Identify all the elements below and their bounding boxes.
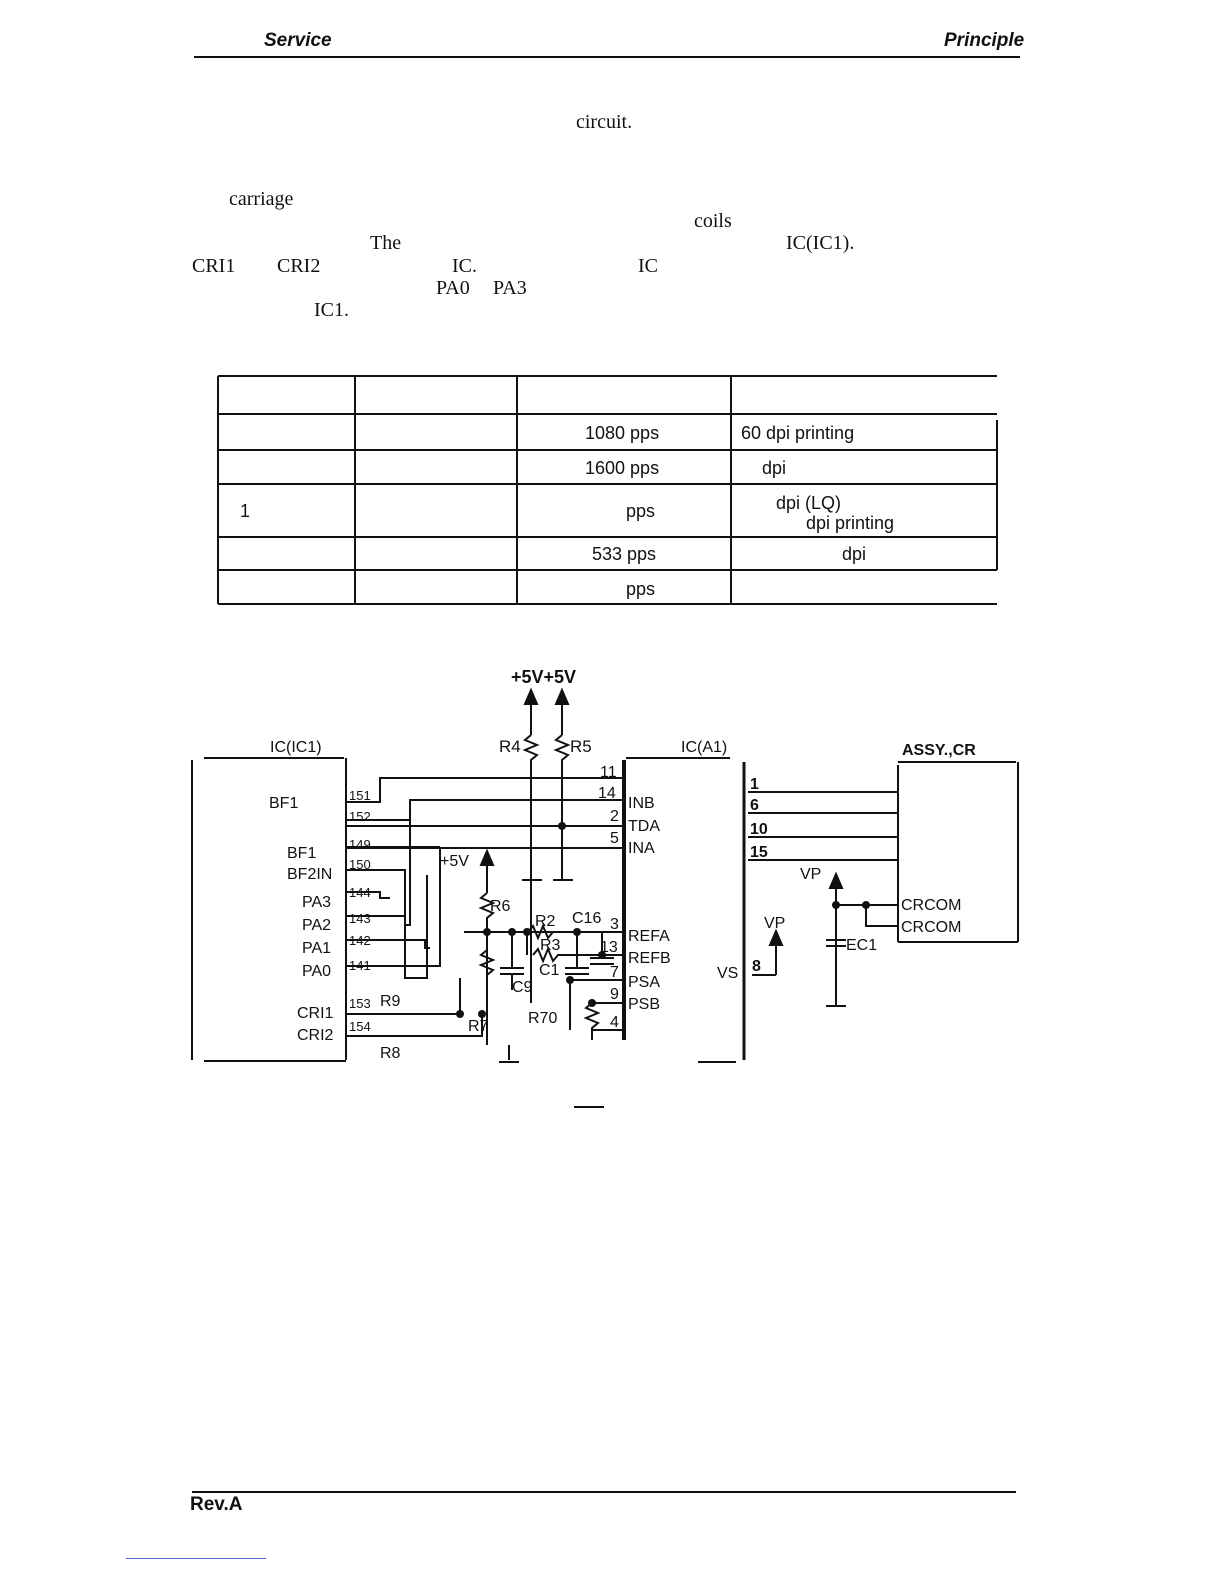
ic1-pin-label: PA3 [302,894,331,911]
assy-label: ASSY.,CR [902,742,976,759]
table-cell-speed: 1600 pps [585,458,660,478]
ic1-pin-number: 144 [349,885,371,900]
a1-pin-number: 3 [610,916,619,933]
a1-pin-number: 14 [598,785,616,802]
table-cell-note: dpi (LQ) [776,493,842,513]
table-cell-speed: pps [626,501,656,521]
ic1-pin-label: PA2 [302,917,331,934]
text-fragment: IC. [452,255,477,277]
ic1-pin-number: 150 [349,857,371,872]
table-cell-speed: 533 pps [592,544,657,564]
a1-pin-label: PSA [628,974,660,991]
header-rule [194,56,1020,58]
ic1-pin-number: 152 [349,809,371,824]
table-cell-note: 60 dpi printing [741,423,855,443]
out-pin-number: 8 [752,958,761,975]
ic1-label: IC(IC1) [270,739,322,756]
out-pin-number: 6 [750,797,759,814]
r2-label: R2 [535,913,556,930]
c1-label: C1 [539,962,560,979]
vp-label-1: VP [800,866,821,883]
text-fragment: IC1. [314,299,349,321]
header-right: Principle [944,30,1025,51]
c16-label: C16 [572,910,601,927]
a1-pin-number: 2 [610,808,619,825]
a1-pin-number: 7 [610,964,619,981]
a1-pin-number: 9 [610,986,619,1003]
r4-label: R4 [499,737,521,756]
footer-rule [192,1491,1016,1493]
a1-pin-label: INB [628,795,655,812]
a1-pin-number: 11 [600,764,617,781]
text-fragment: PA3 [493,277,527,299]
ic1-pin-label: BF1 [287,845,316,862]
ic1-pin-number: 142 [349,933,371,948]
ic1-pin-number: 151 [349,788,371,803]
r9-label: R9 [380,993,401,1010]
ic1-pin-label: CRI1 [297,1005,334,1022]
text-fragment: PA0 [436,277,470,299]
text-fragment: circuit. [576,111,633,133]
ic1-pin-number: 149 [349,837,371,852]
a1-pin-number: 13 [600,939,618,956]
ic1-pin-label: BF1 [269,795,298,812]
out-pin-number: 15 [750,844,768,861]
table-cell-note2: dpi printing [806,513,895,533]
ic1-pin-number: 154 [349,1019,371,1034]
a1-pin-label: PSB [628,996,660,1013]
crcom-label-2: CRCOM [901,919,961,936]
r8-label: R8 [380,1045,401,1062]
a1-pin-label: REFA [628,928,670,945]
vp-label-2: VP [764,915,785,932]
r3-label: R3 [540,937,561,954]
footer-left: Rev.A [190,1494,243,1515]
text-fragment: IC(IC1). [786,232,855,254]
out-pin-number: 10 [750,821,768,838]
ic1-pin-number: 143 [349,911,371,926]
supply-label: +5V+5V [511,667,576,687]
a1-pin-number: 4 [610,1014,619,1031]
vs-label: VS [717,965,738,982]
ic1-pin-label: BF2IN [287,866,332,883]
text-fragment: carriage [229,188,294,210]
table-cell-label: 1 [240,501,251,521]
c9-label: C9 [512,979,533,996]
ec1-label: EC1 [846,937,877,954]
ic1-pin-number: 153 [349,996,371,1011]
a1-pin-label: TDA [628,818,660,835]
text-fragment: IC [638,255,658,277]
a1-pin-label: REFB [628,950,671,967]
table-cell-note: dpi [842,544,867,564]
ic1-pin-label: PA1 [302,940,331,957]
a1-pin-label: INA [628,840,655,857]
table-cell-speed: 1080 pps [585,423,660,443]
r6-label: R6 [490,898,511,915]
plus5v-label: +5V [440,853,469,870]
ic1-pin-label: CRI2 [297,1027,334,1044]
out-pin-number: 1 [750,776,759,793]
text-fragment: CRI2 [277,255,321,277]
text-fragment: The [370,232,402,254]
header-left: Service [264,30,332,51]
table-cell-note: dpi [762,458,787,478]
table-cell-speed: pps [626,579,656,599]
ic1-pin-label: PA0 [302,963,331,980]
ic1-pin-number: 141 [349,958,371,973]
text-fragment: coils [694,210,732,232]
r5-label: R5 [570,737,592,756]
a1-label: IC(A1) [681,739,727,756]
a1-pin-number: 5 [610,830,619,847]
r70-label: R70 [528,1010,557,1027]
crcom-label-1: CRCOM [901,897,961,914]
footnote-rule [126,1558,266,1559]
text-fragment: CRI1 [192,255,236,277]
r7-label: R7 [468,1018,489,1035]
